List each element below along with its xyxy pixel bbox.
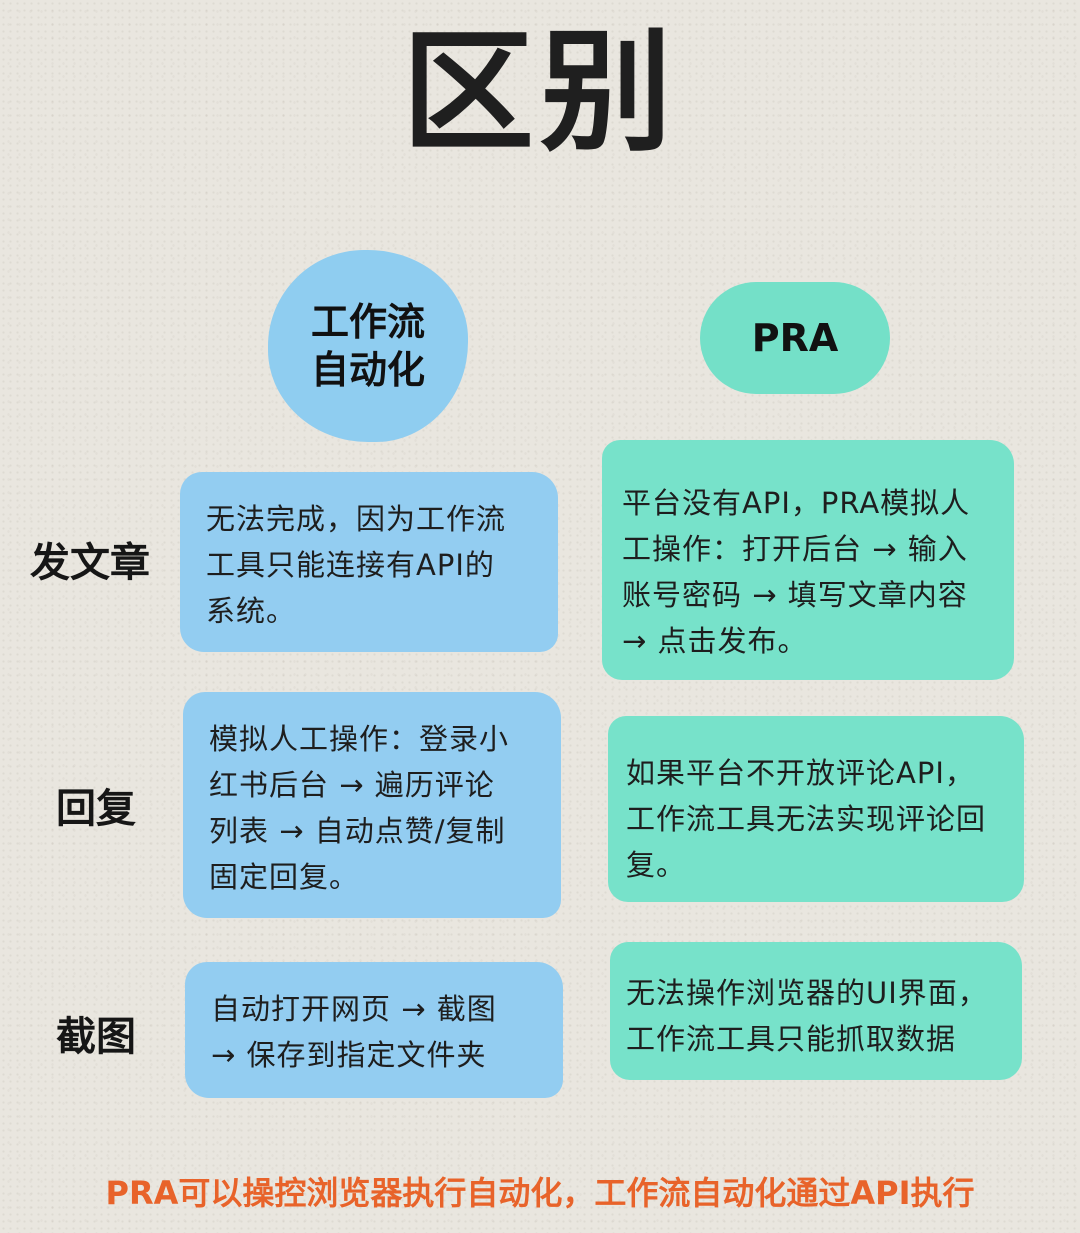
cell-line: 工作流工具无法实现评论回 — [626, 802, 987, 836]
cell-line: 无法完成，因为工作流 — [206, 502, 507, 536]
cell-line: 工作流工具只能抓取数据 — [626, 1022, 957, 1056]
row-label-publish-article: 发文章 — [30, 540, 150, 586]
row-screenshot-pra-cell: 无法操作浏览器的UI界面， 工作流工具只能抓取数据 — [610, 942, 1022, 1080]
cell-line: 无法操作浏览器的UI界面， — [626, 976, 988, 1010]
cell-line: 平台没有API，PRA模拟人 — [622, 486, 971, 520]
cell-line: 自动打开网页 → 截图 — [211, 992, 497, 1026]
column-header-workflow-line2: 自动化 — [310, 348, 425, 392]
row-publish-pra-cell: 平台没有API，PRA模拟人 工操作：打开后台 → 输入 账号密码 → 填写文章… — [602, 440, 1014, 680]
cell-line: 红书后台 → 遍历评论 — [209, 768, 495, 802]
column-header-workflow: 工作流 自动化 — [268, 250, 468, 442]
cell-line: 系统。 — [206, 594, 297, 628]
row-publish-workflow-cell: 无法完成，因为工作流 工具只能连接有API的 系统。 — [180, 472, 558, 652]
column-header-pra: PRA — [700, 282, 890, 394]
cell-line: 账号密码 → 填写文章内容 — [622, 578, 968, 612]
cell-line: 如果平台不开放评论API， — [626, 756, 975, 790]
cell-line: → 点击发布。 — [622, 624, 808, 658]
cell-line: 固定回复。 — [209, 860, 360, 894]
row-label-screenshot: 截图 — [56, 1014, 136, 1060]
page-title: 区别 — [402, 16, 678, 170]
row-reply-pra-cell: 如果平台不开放评论API， 工作流工具无法实现评论回 复。 — [608, 716, 1024, 902]
row-label-reply: 回复 — [56, 786, 136, 832]
footer-summary: PRA可以操控浏览器执行自动化，工作流自动化通过API执行 — [105, 1174, 975, 1212]
column-header-workflow-line1: 工作流 — [310, 300, 425, 344]
row-screenshot-workflow-cell: 自动打开网页 → 截图 → 保存到指定文件夹 — [185, 962, 563, 1098]
cell-line: → 保存到指定文件夹 — [211, 1038, 487, 1072]
row-reply-workflow-cell: 模拟人工操作：登录小 红书后台 → 遍历评论 列表 → 自动点赞/复制 固定回复… — [183, 692, 561, 918]
cell-line: 工具只能连接有API的 — [206, 548, 495, 582]
cell-line: 复。 — [626, 848, 687, 882]
cell-line: 模拟人工操作：登录小 — [209, 722, 510, 756]
cell-line: 工操作：打开后台 → 输入 — [622, 532, 968, 566]
cell-line: 列表 → 自动点赞/复制 — [209, 814, 506, 848]
